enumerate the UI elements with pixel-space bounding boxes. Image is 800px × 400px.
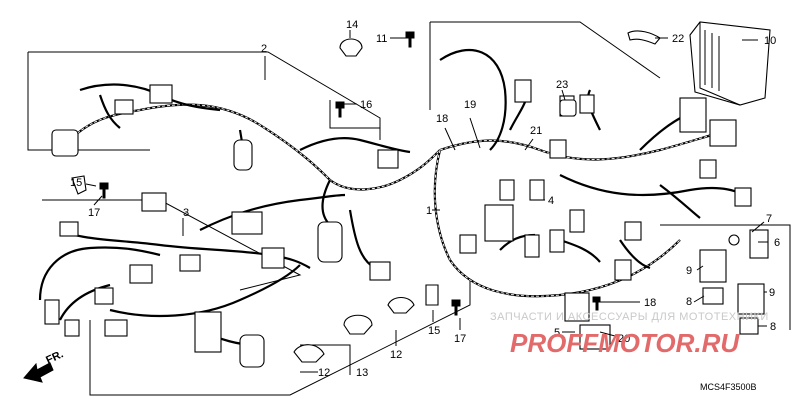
- part-label-12a: 12: [318, 367, 330, 379]
- part-label-20: 20: [618, 333, 630, 345]
- part-label-14: 14: [346, 19, 358, 31]
- part-label-13: 13: [356, 367, 368, 379]
- part-label-5: 5: [554, 327, 560, 339]
- part-label-18b: 18: [644, 297, 656, 309]
- watermark: ЗАПЧАСТИ И АКСЕССУАРЫ ДЛЯ МОТОТЕХНИКИ PR…: [490, 311, 769, 358]
- part-number-labels: 2 3 1 4 5 6 7 8 8 9 9 10 11 12 12 13 14 …: [70, 19, 780, 379]
- clamps-and-bolts: [71, 30, 661, 363]
- part-label-18a: 18: [436, 113, 448, 125]
- watermark-logo-text: PROFFMOTOR.RU: [510, 328, 740, 358]
- part-label-1: 1: [426, 205, 432, 217]
- part-label-3: 3: [183, 207, 189, 219]
- part-label-8b: 8: [770, 321, 776, 333]
- part-label-23: 23: [556, 79, 568, 91]
- callout-outlines: [27, 21, 791, 396]
- drawing-code: MCS4F3500B: [700, 382, 757, 392]
- part-label-6: 6: [774, 237, 780, 249]
- part-label-22: 22: [672, 33, 684, 45]
- part-label-4: 4: [548, 195, 554, 207]
- ecu-unit: [689, 21, 771, 106]
- part-label-19: 19: [464, 99, 476, 111]
- part-label-21: 21: [530, 125, 542, 137]
- part-label-15a: 15: [70, 177, 82, 189]
- leader-lines: [85, 30, 768, 373]
- part-label-9b: 9: [769, 287, 775, 299]
- front-direction-arrow: FR.: [23, 348, 65, 383]
- watermark-caption: ЗАПЧАСТИ И АКСЕССУАРЫ ДЛЯ МОТОТЕХНИКИ: [490, 311, 769, 323]
- part-label-16: 16: [360, 99, 372, 111]
- bolt-icons: [99, 31, 601, 316]
- part-label-15b: 15: [428, 325, 440, 337]
- part-label-10: 10: [764, 35, 776, 47]
- part-label-7: 7: [766, 213, 772, 225]
- connectors: [44, 79, 752, 368]
- part-label-9a: 9: [686, 265, 692, 277]
- part-label-17a: 17: [88, 207, 100, 219]
- part-label-2: 2: [261, 43, 267, 55]
- part-label-17b: 17: [454, 333, 466, 345]
- part-label-8a: 8: [686, 296, 692, 308]
- part-label-11: 11: [376, 33, 387, 45]
- front-direction-label: FR.: [44, 348, 65, 366]
- part-label-12b: 12: [390, 349, 402, 361]
